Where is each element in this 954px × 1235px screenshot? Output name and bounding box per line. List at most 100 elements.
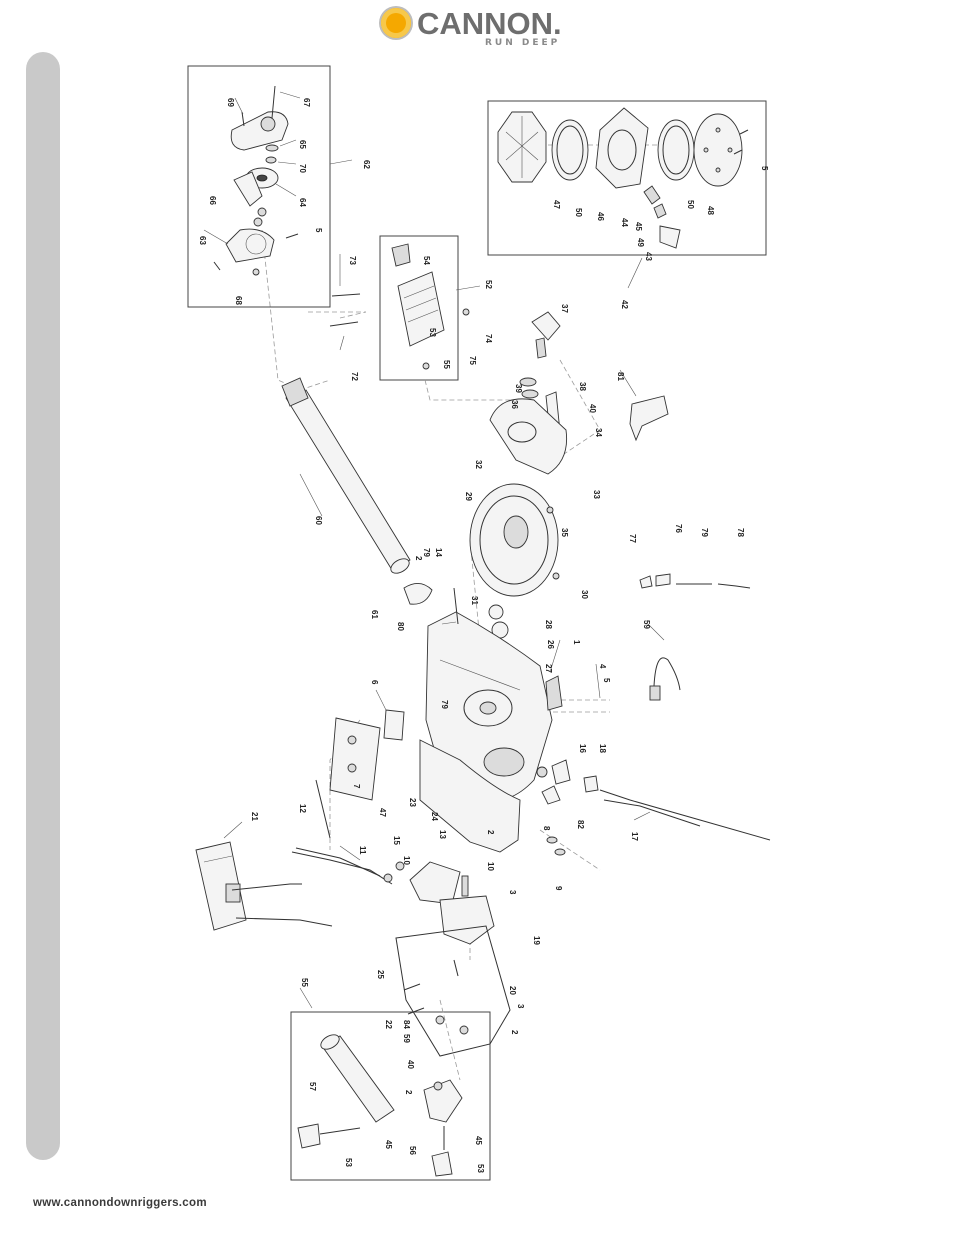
part-number-label: 59 bbox=[642, 620, 651, 629]
part-number-label: 3 bbox=[508, 890, 517, 895]
website-url[interactable]: www.cannondownriggers.com bbox=[33, 1197, 207, 1209]
part-number-label: 21 bbox=[250, 812, 259, 821]
part-number-label: 4 bbox=[598, 664, 607, 669]
page-sidebar-bar bbox=[26, 52, 60, 1160]
part-number-label: 30 bbox=[580, 590, 589, 599]
part-number-label: 26 bbox=[546, 640, 555, 649]
brand-tagline: RUN DEEP bbox=[485, 38, 561, 48]
part-number-label: 16 bbox=[578, 744, 587, 753]
part-number-label: 81 bbox=[616, 372, 625, 381]
part-number-label: 49 bbox=[636, 238, 645, 247]
part-number-label: 45 bbox=[384, 1140, 393, 1149]
part-number-label: 2 bbox=[404, 1090, 413, 1095]
part-number-label: 60 bbox=[314, 516, 323, 525]
part-number-label: 28 bbox=[544, 620, 553, 629]
part-number-label: 80 bbox=[396, 622, 405, 631]
part-number-label: 45 bbox=[474, 1136, 483, 1145]
part-number-label: 53 bbox=[476, 1164, 485, 1173]
part-number-label: 50 bbox=[686, 200, 695, 209]
part-number-label: 8 bbox=[542, 826, 551, 831]
part-number-label: 50 bbox=[574, 208, 583, 217]
part-number-label: 2 bbox=[486, 830, 495, 835]
rod-holder-assembly bbox=[329, 243, 470, 370]
part-number-label: 78 bbox=[736, 528, 745, 537]
part-number-label: 2 bbox=[414, 556, 423, 561]
inset-box-mount-plate bbox=[487, 100, 767, 256]
part-number-label: 13 bbox=[438, 830, 447, 839]
cable-and-snaps bbox=[639, 573, 751, 701]
part-number-label: 43 bbox=[644, 252, 653, 261]
brand-name: CANNON. bbox=[417, 6, 562, 41]
part-number-label: 77 bbox=[628, 534, 637, 543]
part-number-label: 27 bbox=[544, 664, 553, 673]
part-number-label: 82 bbox=[576, 820, 585, 829]
part-number-label: 46 bbox=[596, 212, 605, 221]
part-number-label: 25 bbox=[376, 970, 385, 979]
inset-box-swivel-head bbox=[187, 65, 331, 308]
part-number-label: 34 bbox=[594, 428, 603, 437]
part-number-label: 53 bbox=[428, 328, 437, 337]
spool bbox=[469, 483, 560, 639]
part-number-label: 57 bbox=[308, 1082, 317, 1091]
part-number-label: 14 bbox=[434, 548, 443, 557]
part-number-label: 65 bbox=[298, 140, 307, 149]
part-number-label: 10 bbox=[486, 862, 495, 871]
part-number-label: 54 bbox=[422, 256, 431, 265]
part-number-label: 31 bbox=[470, 596, 479, 605]
part-number-label: 79 bbox=[700, 528, 709, 537]
part-number-label: 69 bbox=[226, 98, 235, 107]
part-number-label: 6 bbox=[370, 680, 379, 685]
part-number-label: 55 bbox=[442, 360, 451, 369]
part-number-label: 32 bbox=[474, 460, 483, 469]
part-number-label: 36 bbox=[510, 400, 519, 409]
drag-knob-assembly bbox=[489, 311, 669, 475]
part-number-label: 5 bbox=[314, 228, 323, 233]
mount-plate-assembly bbox=[497, 107, 749, 249]
part-number-label: 29 bbox=[464, 492, 473, 501]
main-housing bbox=[315, 587, 563, 853]
part-number-label: 76 bbox=[674, 524, 683, 533]
part-number-label: 9 bbox=[554, 886, 563, 891]
part-number-label: 64 bbox=[298, 198, 307, 207]
part-number-label: 5 bbox=[602, 678, 611, 683]
part-number-label: 56 bbox=[408, 1146, 417, 1155]
part-number-label: 38 bbox=[578, 382, 587, 391]
part-number-label: 70 bbox=[298, 164, 307, 173]
part-number-label: 33 bbox=[592, 490, 601, 499]
part-number-label: 68 bbox=[234, 296, 243, 305]
part-number-label: 10 bbox=[402, 856, 411, 865]
part-number-label: 79 bbox=[422, 548, 431, 557]
swivel-head-assembly bbox=[213, 85, 299, 276]
part-number-label: 73 bbox=[348, 256, 357, 265]
part-number-label: 62 bbox=[362, 160, 371, 169]
part-number-label: 79 bbox=[440, 700, 449, 709]
part-number-label: 47 bbox=[552, 200, 561, 209]
part-number-label: 22 bbox=[384, 1020, 393, 1029]
crank-handle-assembly bbox=[297, 1034, 463, 1177]
cannon-logo: CANNON. RUN DEEP bbox=[381, 8, 581, 48]
part-number-label: 40 bbox=[406, 1060, 415, 1069]
part-number-label: 18 bbox=[598, 744, 607, 753]
part-number-label: 52 bbox=[484, 280, 493, 289]
part-number-label: 67 bbox=[302, 98, 311, 107]
part-number-label: 84 bbox=[402, 1020, 411, 1029]
part-number-label: 3 bbox=[516, 1004, 525, 1009]
part-number-label: 47 bbox=[378, 808, 387, 817]
part-number-label: 7 bbox=[352, 784, 361, 789]
part-number-label: 61 bbox=[370, 610, 379, 619]
part-number-label: 1 bbox=[572, 640, 581, 645]
assembly-guide-lines bbox=[261, 144, 700, 1081]
leader-lines bbox=[203, 91, 665, 1009]
inset-box-crank-handle bbox=[290, 1011, 491, 1181]
part-number-label: 11 bbox=[358, 846, 367, 855]
part-number-label: 5 bbox=[760, 166, 769, 171]
part-number-label: 37 bbox=[560, 304, 569, 313]
part-number-label: 23 bbox=[408, 798, 417, 807]
part-number-label: 42 bbox=[620, 300, 629, 309]
part-number-label: 2 bbox=[510, 1030, 519, 1035]
part-number-label: 48 bbox=[706, 206, 715, 215]
part-number-label: 74 bbox=[484, 334, 493, 343]
power-cord-parts bbox=[536, 759, 771, 856]
